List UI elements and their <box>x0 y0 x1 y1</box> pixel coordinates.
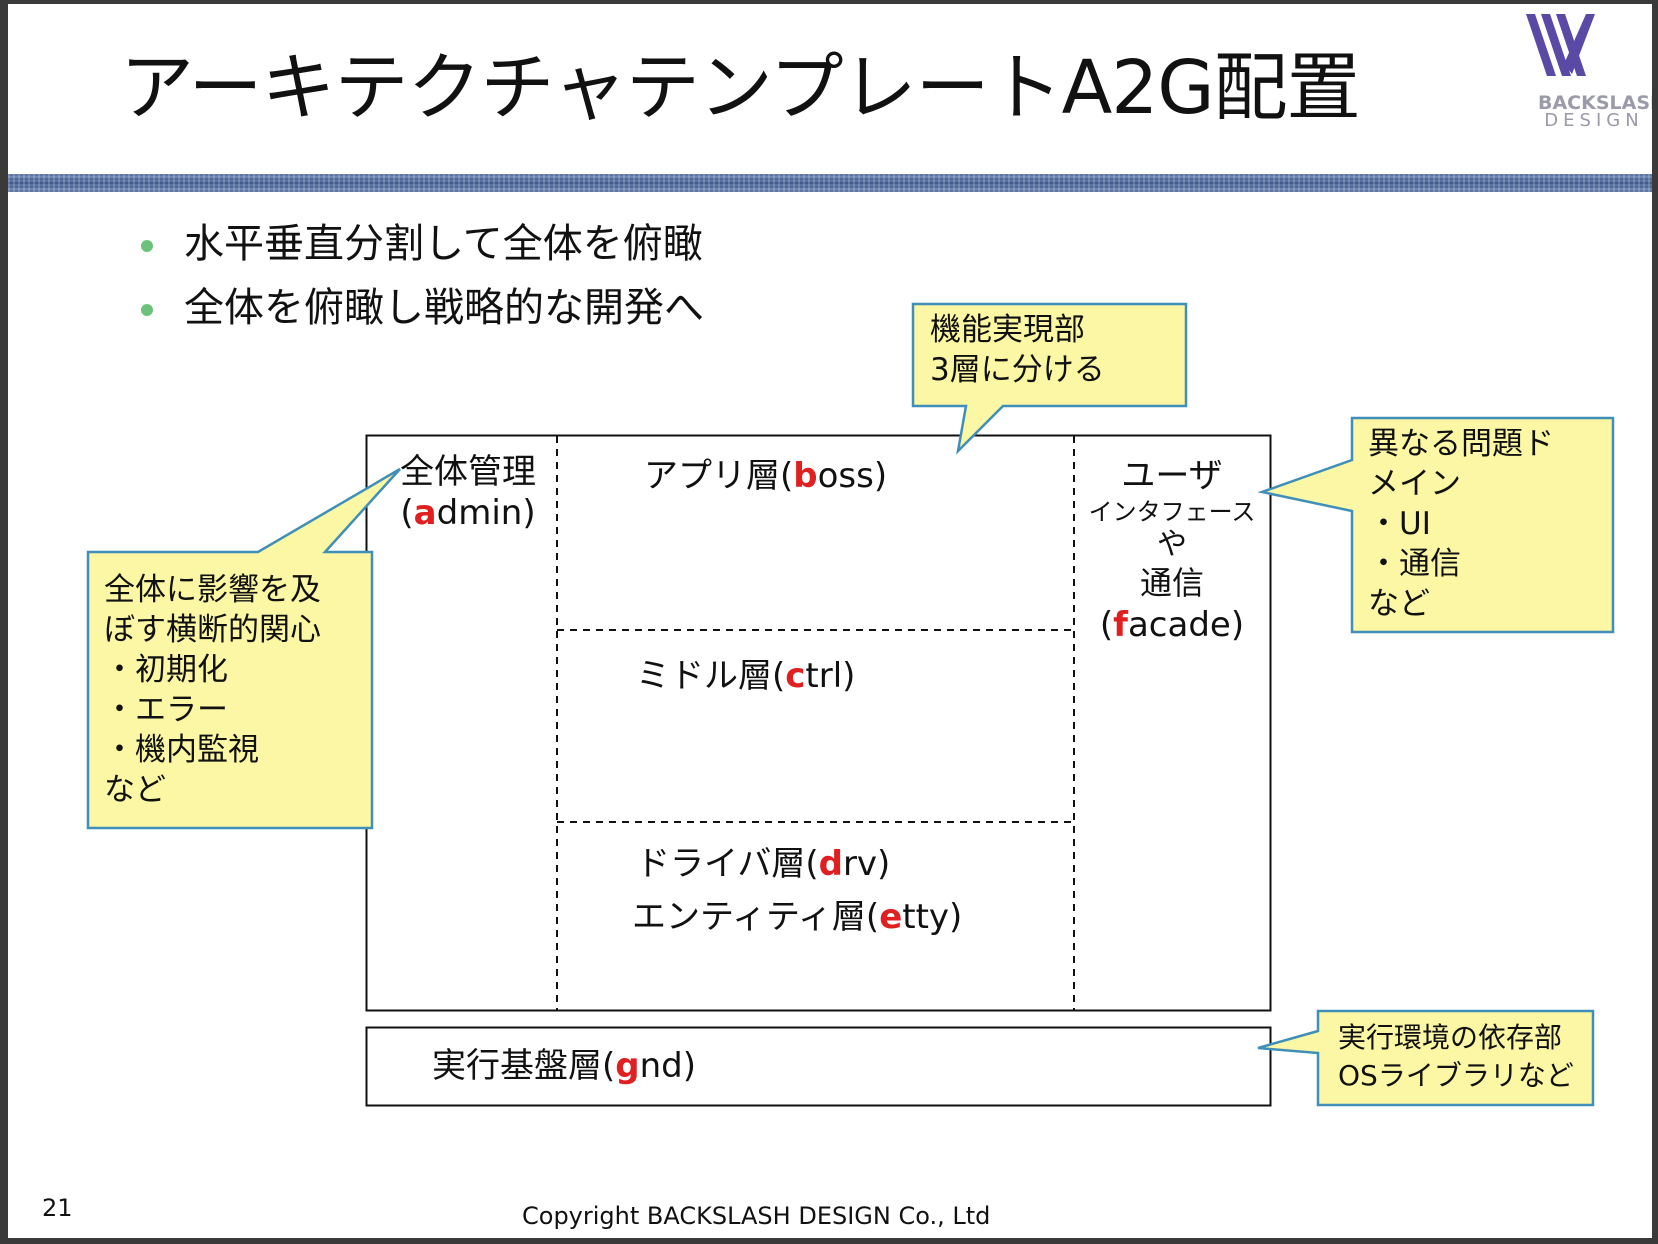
slide-title: アーキテクチャテンプレートA2G配置 <box>120 45 1361 131</box>
slide: アーキテクチャテンプレートA2G配置 BACKSLASH DESIGN 水平垂直… <box>8 4 1652 1238</box>
title-divider-band <box>8 174 1652 192</box>
callout-ground-text: 実行環境の依存部 OSライブラリなど <box>1338 1021 1574 1092</box>
page-number: 21 <box>42 1194 73 1222</box>
architecture-diagram <box>86 302 1615 1107</box>
layer-drv-label: ドライバ層(drv) <box>636 844 891 884</box>
bullet-item: 水平垂直分割して全体を俯瞰 <box>184 221 703 267</box>
logo-subtext: DESIGN <box>1544 110 1644 131</box>
layer-admin-label: 全体管理 (admin) <box>400 452 536 533</box>
gnd-layer-box <box>365 1026 1272 1107</box>
callout-function-text: 機能実現部 3層に分ける <box>930 312 1105 388</box>
layer-facade-label: ユーザ インタフェース や 通信 (facade) <box>1088 456 1256 645</box>
callout-function <box>911 302 1188 455</box>
callout-ground <box>1257 1009 1595 1107</box>
bullet-dot-icon <box>141 304 153 316</box>
layer-etty-label: エンティティ層(etty) <box>632 897 963 937</box>
bullet-item: 全体を俯瞰し戦略的な開発へ <box>184 285 704 331</box>
callout-admin-text: 全体に影響を及 ぼす横断的関心 ・初期化 ・エラー ・機内監視 など <box>104 572 321 808</box>
layer-boss-label: アプリ層(boss) <box>644 456 888 496</box>
callout-domain <box>1257 416 1615 634</box>
layer-ctrl-label: ミドル層(ctrl) <box>636 656 856 696</box>
backslash-stripes-logo <box>1526 14 1595 76</box>
copyright-text: Copyright BACKSLASH DESIGN Co., Ltd <box>522 1202 991 1230</box>
callout-domain-text: 異なる問題ド メイン ・UI ・通信 など <box>1368 426 1554 622</box>
callout-admin <box>86 467 401 830</box>
logo-wordmark: BACKSLASH <box>1538 92 1652 114</box>
bullet-dot-icon <box>141 240 153 252</box>
layer-gnd-label: 実行基盤層(gnd) <box>432 1046 697 1086</box>
